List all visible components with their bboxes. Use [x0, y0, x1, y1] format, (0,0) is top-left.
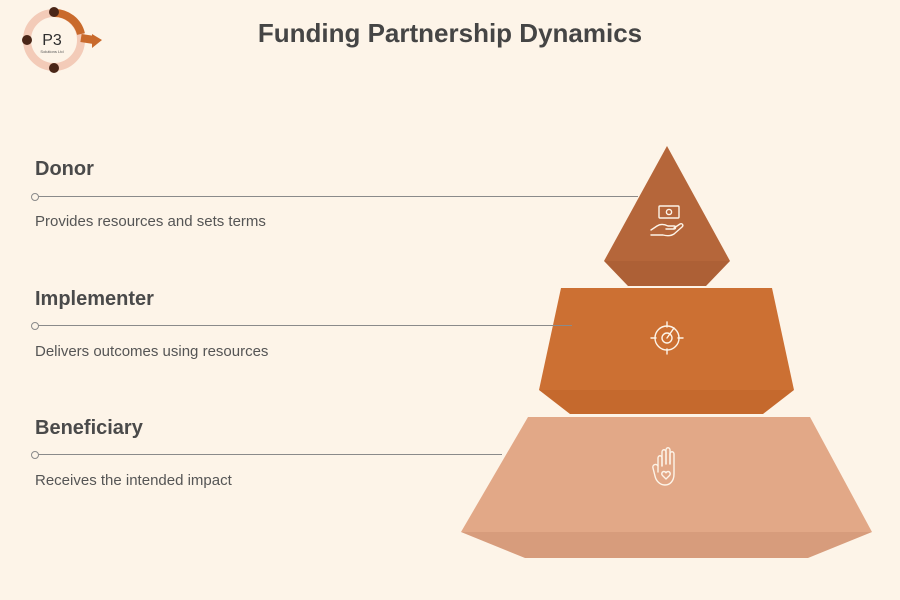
donor-connector — [31, 193, 638, 201]
hand-money-icon — [650, 205, 684, 237]
target-icon — [650, 321, 684, 355]
tier-beneficiary — [461, 417, 872, 558]
implementer-title: Implementer — [35, 288, 154, 310]
beneficiary-connector — [31, 451, 502, 459]
implementer-connector-dot — [31, 322, 39, 330]
tier-implementer — [539, 288, 794, 414]
logo-text: P3 — [42, 32, 62, 49]
beneficiary-description: Receives the intended impact — [35, 472, 232, 489]
hand-heart-icon — [652, 447, 675, 486]
donor-title: Donor — [35, 158, 94, 180]
implementer-connector — [31, 322, 572, 330]
beneficiary-title: Beneficiary — [35, 417, 143, 439]
donor-connector-dot — [31, 193, 39, 201]
beneficiary-connector-dot — [31, 451, 39, 459]
donor-description: Provides resources and sets terms — [35, 213, 266, 230]
p3-logo: P3 Solutions Ltd — [22, 7, 102, 73]
tier-donor — [604, 146, 730, 286]
implementer-description: Delivers outcomes using resources — [35, 343, 269, 360]
logo-subtext: Solutions Ltd — [40, 49, 63, 54]
page-title: Funding Partnership Dynamics — [257, 18, 643, 48]
